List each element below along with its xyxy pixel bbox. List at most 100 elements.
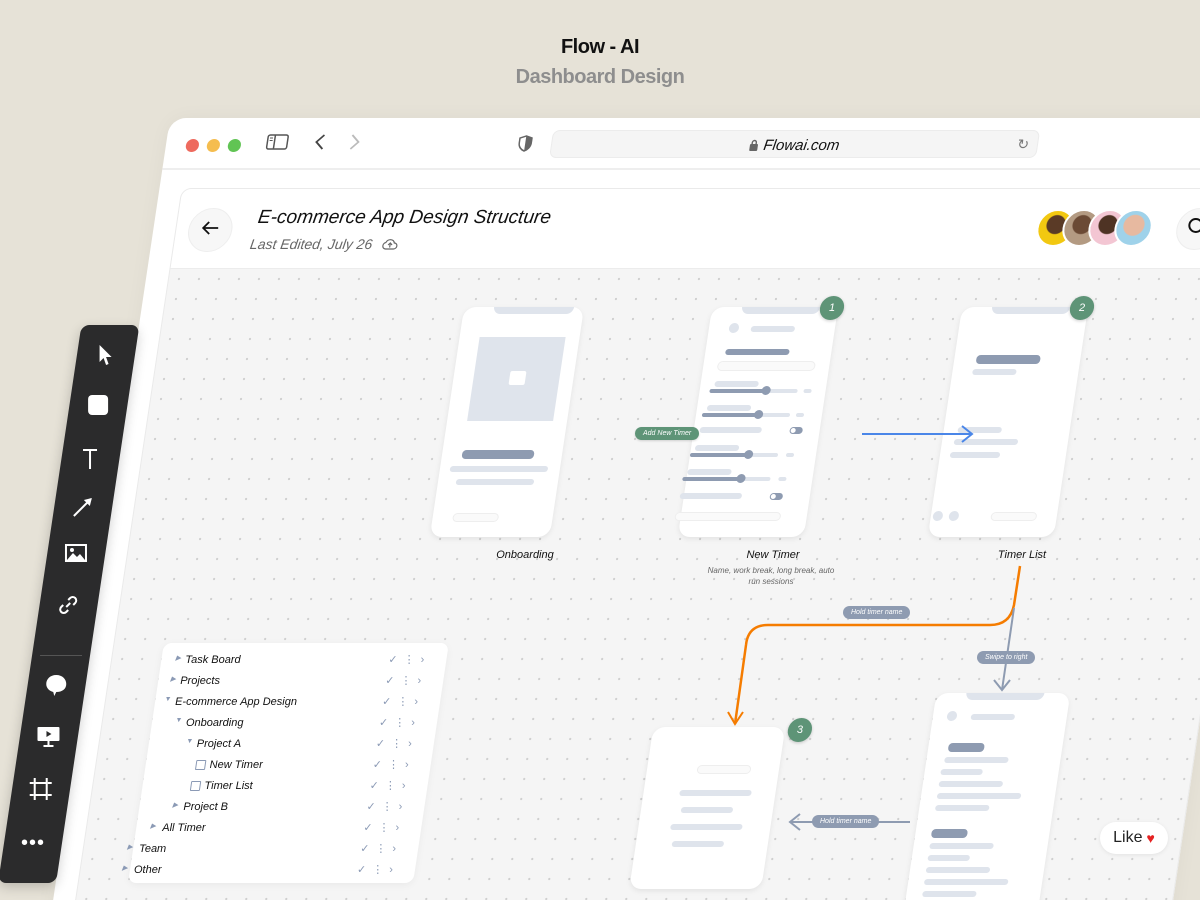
check-icon[interactable]: ✓: [363, 822, 373, 834]
text-icon: [81, 448, 99, 475]
tree-item-actions[interactable]: ✓ ⋮ ›: [354, 842, 396, 855]
sidebar-toggle-icon[interactable]: [264, 134, 289, 155]
link-tool-button[interactable]: [36, 587, 100, 627]
caret-down-icon[interactable]: ▼: [185, 738, 194, 745]
hero-title: Flow - AI: [560, 36, 640, 58]
like-button[interactable]: Like ♥: [1100, 822, 1168, 854]
comment-tool-button[interactable]: [24, 667, 88, 707]
minimize-window-button[interactable]: [205, 139, 221, 152]
kebab-icon[interactable]: ⋮: [394, 717, 406, 729]
chevron-right-icon[interactable]: ›: [389, 864, 394, 876]
app-canvas[interactable]: E-commerce App Design Structure Last Edi…: [57, 188, 1200, 900]
caret-right-icon[interactable]: ▶: [126, 844, 134, 851]
lock-icon: [748, 137, 765, 154]
check-icon[interactable]: ✓: [375, 738, 386, 750]
check-icon[interactable]: ✓: [357, 864, 367, 876]
kebab-icon[interactable]: ⋮: [384, 780, 396, 792]
check-icon[interactable]: ✓: [379, 717, 389, 729]
search-button[interactable]: [1173, 208, 1200, 250]
tree-item-actions[interactable]: ✓ ⋮ ›: [361, 800, 403, 813]
tree-item[interactable]: ▼ Project A ✓⋮›: [147, 735, 435, 756]
tree-item-actions[interactable]: ✓ ⋮ ›: [351, 863, 393, 876]
tree-item-checkbox[interactable]: [194, 760, 207, 770]
tree-item[interactable]: ▶ All Timer ✓⋮›: [134, 819, 422, 840]
caret-right-icon[interactable]: ▶: [175, 655, 182, 662]
frame-tool-button[interactable]: [9, 771, 73, 811]
image-placeholder: [467, 337, 566, 421]
caret-down-icon[interactable]: ▼: [163, 696, 172, 703]
screen-hold-timer[interactable]: [629, 727, 786, 889]
chevron-right-icon[interactable]: ›: [417, 675, 422, 687]
tree-item[interactable]: ▼ E-commerce App Design ✓⋮›: [153, 693, 441, 714]
tree-item[interactable]: ▶ Team ✓ ⋮ ›: [127, 840, 419, 861]
tree-item[interactable]: ▶ Other ✓⋮›: [122, 861, 416, 882]
kebab-icon[interactable]: ⋮: [391, 738, 403, 750]
forward-nav-icon[interactable]: [346, 134, 361, 155]
presentation-screen-icon: [37, 726, 61, 753]
tree-item-actions[interactable]: ✓ ⋮ ›: [357, 821, 399, 834]
check-icon[interactable]: ✓: [385, 675, 395, 687]
kebab-icon[interactable]: ⋮: [372, 864, 384, 876]
select-tool-button[interactable]: [74, 337, 138, 377]
chevron-right-icon[interactable]: ›: [401, 780, 406, 792]
more-tools-button[interactable]: •••: [1, 823, 65, 863]
arrow-tool-button[interactable]: [51, 489, 115, 529]
tree-item-actions[interactable]: ✓ ⋮ ›: [383, 653, 425, 666]
tree-item[interactable]: ▶ Project B ✓⋮›: [138, 798, 426, 819]
caret-down-icon[interactable]: ▼: [174, 717, 183, 724]
kebab-icon[interactable]: ⋮: [400, 675, 412, 687]
hold-timer-name-chip[interactable]: Hold timer name: [843, 606, 911, 619]
kebab-icon[interactable]: ⋮: [375, 843, 387, 855]
tree-item-actions[interactable]: ✓ ⋮ ›: [379, 674, 421, 687]
chevron-right-icon[interactable]: ›: [411, 717, 416, 729]
kebab-icon[interactable]: ⋮: [397, 696, 409, 708]
back-nav-icon[interactable]: [312, 134, 327, 155]
rectangle-tool-button[interactable]: [66, 387, 130, 427]
tree-item-label: Other: [133, 864, 162, 876]
tree-item-actions[interactable]: ✓ ⋮ ›: [376, 695, 418, 708]
tree-item-checkbox[interactable]: [189, 781, 202, 791]
caret-right-icon[interactable]: ▶: [169, 676, 177, 683]
tree-item-actions[interactable]: ✓ ⋮ ›: [373, 716, 415, 729]
check-icon[interactable]: ✓: [382, 696, 392, 708]
kebab-icon[interactable]: ⋮: [388, 759, 400, 771]
maximize-window-button[interactable]: [226, 139, 242, 152]
swipe-to-right-chip[interactable]: Swipe to right: [977, 651, 1036, 664]
back-button[interactable]: [184, 208, 236, 252]
cloud-upload-icon[interactable]: [381, 236, 399, 252]
tree-item[interactable]: Timer List ✓⋮›: [141, 777, 429, 798]
tree-item-actions[interactable]: ✓ ⋮ ›: [370, 737, 412, 750]
check-icon[interactable]: ✓: [366, 801, 376, 813]
tree-item-actions[interactable]: ✓ ⋮ ›: [364, 779, 406, 792]
image-tool-button[interactable]: [44, 535, 108, 575]
shield-icon[interactable]: [516, 135, 533, 157]
caret-right-icon[interactable]: ▶: [149, 823, 157, 830]
kebab-icon[interactable]: ⋮: [403, 654, 415, 666]
check-icon[interactable]: ✓: [360, 843, 370, 855]
present-tool-button[interactable]: [17, 719, 81, 759]
kebab-icon[interactable]: ⋮: [381, 801, 393, 813]
chevron-right-icon[interactable]: ›: [395, 822, 400, 834]
hold-timer-name-chip-bottom[interactable]: Hold timer name: [812, 815, 880, 828]
add-new-timer-chip[interactable]: Add New Timer: [635, 427, 700, 440]
check-icon[interactable]: ✓: [388, 654, 398, 666]
text-tool-button[interactable]: [58, 441, 122, 481]
tree-item-label: Team: [139, 843, 167, 855]
tree-item[interactable]: ▶ Task Board ✓⋮›: [160, 651, 448, 672]
caret-right-icon[interactable]: ▶: [172, 802, 179, 809]
address-bar[interactable]: Flowai.com ↻: [549, 130, 1041, 158]
chevron-right-icon[interactable]: ›: [408, 738, 412, 750]
chevron-right-icon[interactable]: ›: [398, 801, 403, 813]
check-icon[interactable]: ✓: [372, 759, 383, 771]
kebab-icon[interactable]: ⋮: [378, 822, 390, 834]
close-window-button[interactable]: [184, 139, 200, 152]
tree-item[interactable]: ▼ Onboarding ✓⋮›: [150, 714, 438, 735]
chevron-right-icon[interactable]: ›: [405, 759, 409, 771]
chevron-right-icon[interactable]: ›: [414, 696, 419, 708]
chevron-right-icon[interactable]: ›: [392, 843, 397, 855]
check-icon[interactable]: ✓: [369, 780, 379, 792]
chevron-right-icon[interactable]: ›: [420, 654, 425, 666]
tree-item[interactable]: ▶ Projects ✓⋮›: [156, 672, 444, 693]
tree-item[interactable]: New Timer ✓⋮›: [144, 756, 432, 777]
tree-item-actions[interactable]: ✓ ⋮ ›: [367, 758, 409, 771]
